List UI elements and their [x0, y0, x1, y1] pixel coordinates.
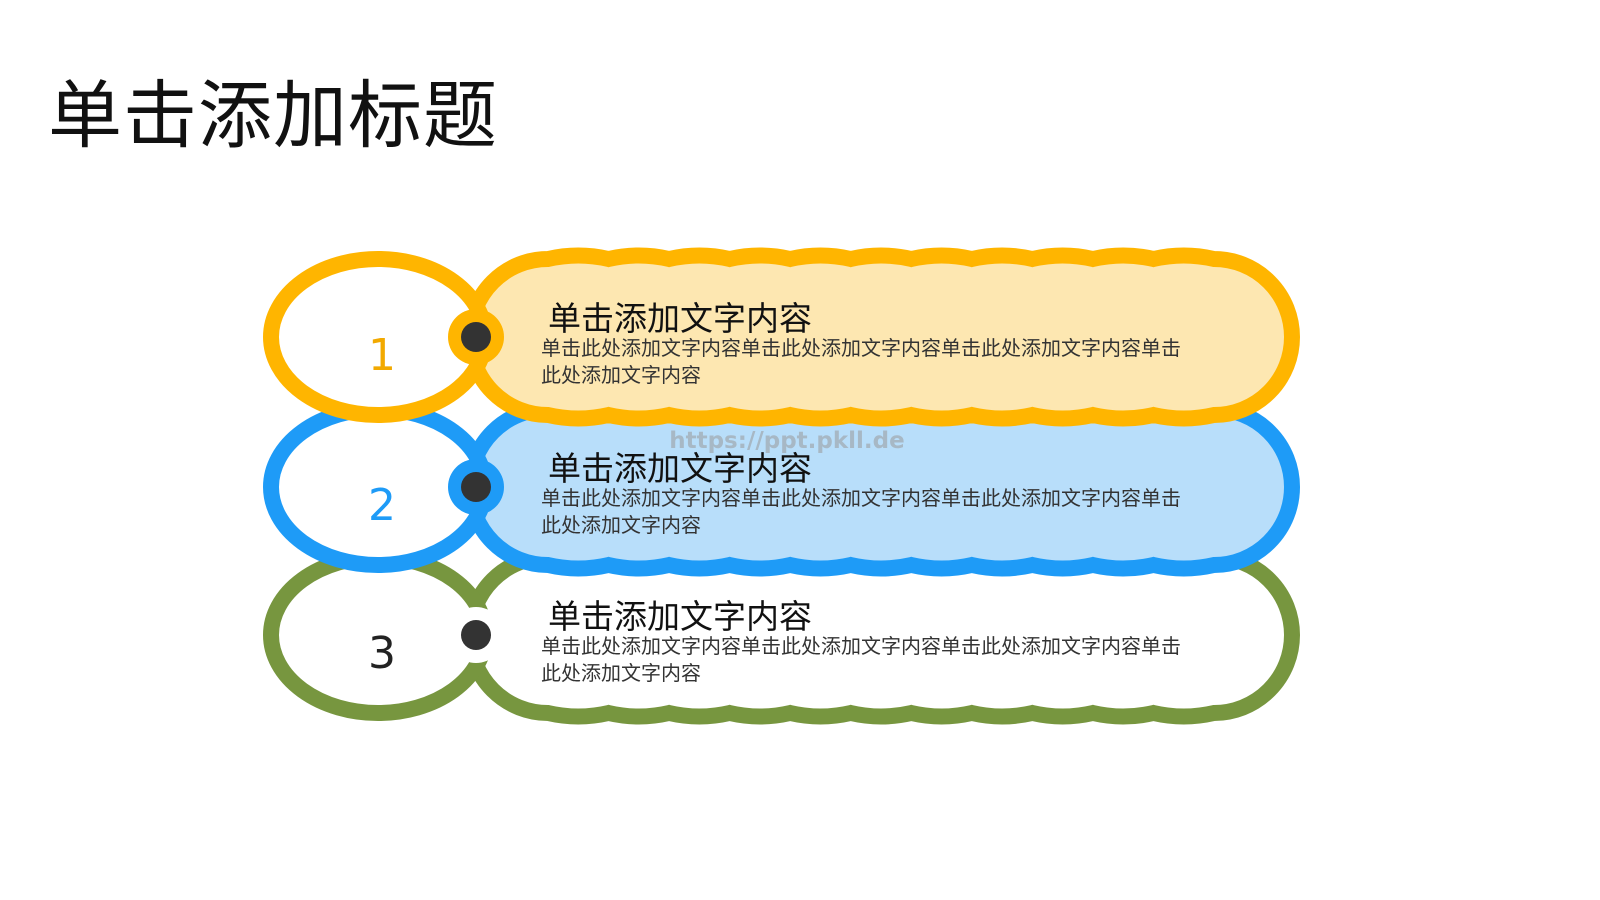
item-3-desc-line-2: 此处添加文字内容	[541, 661, 701, 685]
list-item-1: 1 单击添加文字内容 单击此处添加文字内容单击此处添加文字内容单击此处添加文字内…	[263, 247, 1300, 427]
item-3-number: 3	[368, 628, 396, 679]
item-1-pill	[462, 247, 1300, 427]
watermark-text: https://ppt.pkll.de	[669, 428, 905, 454]
item-1-heading: 单击添加文字内容	[548, 299, 812, 338]
item-2-number: 2	[368, 480, 396, 531]
slide-title: 单击添加标题	[48, 73, 498, 159]
item-3-heading: 单击添加文字内容	[548, 597, 812, 636]
item-1-desc-line-2: 此处添加文字内容	[541, 363, 701, 387]
item-3-desc-line-1: 单击此处添加文字内容单击此处添加文字内容单击此处添加文字内容单击	[541, 634, 1181, 658]
item-1-desc-line-1: 单击此处添加文字内容单击此处添加文字内容单击此处添加文字内容单击	[541, 336, 1181, 360]
item-1-connector-dot	[461, 322, 491, 352]
item-1-number: 1	[368, 330, 396, 381]
item-2-desc-line-2: 此处添加文字内容	[541, 513, 701, 537]
item-2-connector-dot	[461, 472, 491, 502]
list-item-3: 3 单击添加文字内容 单击此处添加文字内容单击此处添加文字内容单击此处添加文字内…	[263, 545, 1300, 725]
item-2-desc-line-1: 单击此处添加文字内容单击此处添加文字内容单击此处添加文字内容单击	[541, 486, 1181, 510]
list-item-2: 2 单击添加文字内容 单击此处添加文字内容单击此处添加文字内容单击此处添加文字内…	[263, 397, 1300, 577]
item-2-heading: 单击添加文字内容	[548, 449, 812, 488]
item-3-connector-dot	[461, 620, 491, 650]
